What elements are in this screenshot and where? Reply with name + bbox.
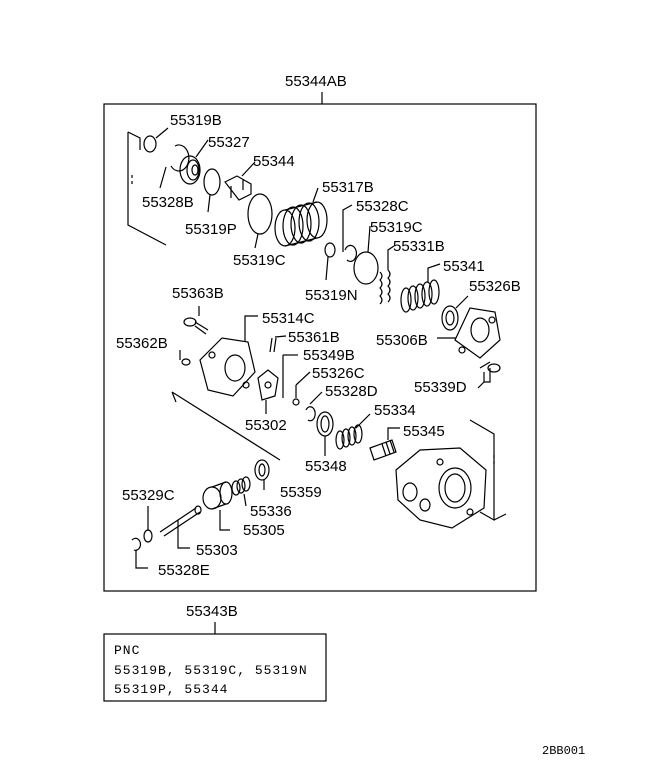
ring-55328E [131,537,142,551]
label-55305: 55305 [243,522,285,539]
label-55303: 55303 [196,542,238,559]
washer-55359 [254,459,270,481]
piston-55344 [224,175,252,201]
snap-ring-55328B [170,144,190,172]
label-55328C: 55328C [356,198,409,215]
label-55362B: 55362B [116,335,168,352]
label-55361B: 55361B [288,329,340,346]
label-55326C: 55326C [312,365,365,382]
spring-55336 [231,476,251,496]
label-55359: 55359 [280,484,322,501]
bolt-55363B [183,306,209,335]
bearing-55327 [179,155,201,185]
label-55319C-top: 55319C [370,219,423,236]
ring-55326C [292,398,300,406]
label-55341: 55341 [443,258,485,275]
ring-55328C [344,244,357,263]
valve-housing [395,447,487,529]
housing-55314C [199,337,256,397]
label-55336: 55336 [250,503,292,520]
bolt-55362B [179,350,191,366]
pin-55361B [269,337,273,353]
label-55328D: 55328D [325,383,378,400]
drawing-code: 2BB001 [542,744,585,758]
assembly-main-label: 55344AB [285,73,347,90]
ring-55328D [305,406,316,422]
ring-55319B [143,135,157,153]
bracket-right [469,419,507,522]
valve-55345 [369,439,397,461]
label-55317B: 55317B [322,179,374,196]
cam-55302 [257,369,279,401]
spring-55334 [335,424,363,450]
cover-55306B [454,307,501,359]
label-55302: 55302 [245,417,287,434]
assembly-frame [103,103,537,592]
label-55345: 55345 [403,423,445,440]
label-55327: 55327 [208,134,250,151]
o-ring-55319C [247,193,273,235]
label-55328B: 55328B [142,194,194,211]
assembly-sub-label: 55343B [186,603,238,620]
label-55329C: 55329C [122,487,175,504]
pnc-line-1: 55319B, 55319C, 55319N [114,663,308,678]
shaft-55303 [159,505,202,537]
pnc-line-2: 55319P, 55344 [114,682,228,697]
boot-55317B [274,201,328,247]
label-55363B: 55363B [172,285,224,302]
spring-55331B [379,269,391,305]
label-55339D: 55339D [414,379,467,396]
spring-55341 [400,279,440,313]
label-55348: 55348 [305,458,347,475]
bracket-mid-left [171,391,281,461]
label-55326B: 55326B [469,278,521,295]
bracket-top-left [127,131,167,246]
label-55319P: 55319P [185,221,237,238]
o-ring-55319P [203,168,221,196]
label-55319C-lower: 55319C [233,252,286,269]
bolt-55339D [479,361,491,383]
o-ring-55319C-b [353,251,379,285]
ring-55329C [143,529,153,543]
washer-55326B [441,305,459,331]
o-ring-55319N [324,242,336,258]
label-55314C: 55314C [262,310,315,327]
label-55319N: 55319N [305,287,358,304]
label-55331B: 55331B [393,238,445,255]
label-55306B: 55306B [376,332,428,349]
plunger-55305 [202,481,233,510]
pnc-header: PNC [114,643,140,658]
label-55349B: 55349B [303,347,355,364]
label-55328E: 55328E [158,562,210,579]
label-55319B: 55319B [170,112,222,129]
label-55344: 55344 [253,153,295,170]
label-55334: 55334 [374,402,416,419]
